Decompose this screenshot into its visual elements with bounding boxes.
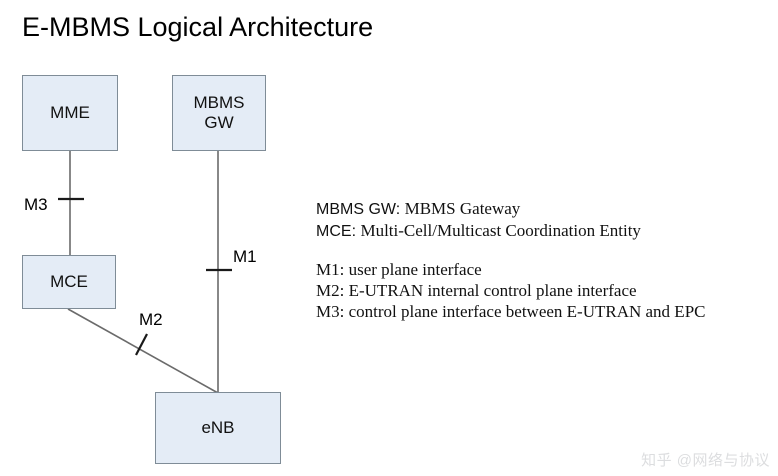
legend-term-mce: MCE (316, 223, 352, 240)
link-label-m2: M2 (139, 310, 163, 329)
legend-abbreviations: MBMS GW: MBMS Gateway MCE: Multi-Cell/Mu… (316, 198, 706, 242)
legend-interfaces: M1: user plane interface M2: E-UTRAN int… (316, 259, 706, 322)
legend-def-m1: user plane interface (348, 260, 482, 279)
legend-item-m3: M3: control plane interface between E-UT… (316, 301, 706, 322)
legend-def-mce: Multi-Cell/Multicast Coordination Entity (360, 221, 641, 240)
legend-term-m1: M1 (316, 260, 340, 279)
node-mce-label: MCE (50, 271, 88, 291)
watermark: 知乎 @网络与协议 (641, 452, 770, 469)
link-label-m3: M3 (24, 195, 48, 214)
node-mce[interactable]: MCE (22, 255, 116, 309)
legend-sep-m3: : (339, 302, 349, 321)
legend-def-mbms-gw: MBMS Gateway (404, 199, 521, 218)
legend-item-mce: MCE: Multi-Cell/Multicast Coordination E… (316, 220, 706, 242)
page-title: E-MBMS Logical Architecture (22, 12, 374, 42)
node-mbms-gw[interactable]: MBMS GW (172, 75, 266, 151)
legend-sep-mbms-gw: : (395, 201, 405, 218)
legend-sep-m1: : (339, 260, 349, 279)
legend: MBMS GW: MBMS Gateway MCE: Multi-Cell/Mu… (316, 198, 706, 322)
legend-term-m3: M3 (316, 302, 340, 321)
node-enb-label: eNB (201, 417, 235, 437)
legend-spacer (316, 242, 706, 259)
node-mme[interactable]: MME (22, 75, 118, 151)
legend-item-m1: M1: user plane interface (316, 259, 706, 280)
legend-term-mbms-gw: MBMS GW (316, 201, 396, 218)
legend-sep-mce: : (351, 223, 361, 240)
legend-def-m2: E-UTRAN internal control plane interface (348, 281, 637, 300)
legend-item-mbms-gw: MBMS GW: MBMS Gateway (316, 198, 706, 220)
legend-item-m2: M2: E-UTRAN internal control plane inter… (316, 280, 706, 301)
legend-sep-m2: : (339, 281, 349, 300)
node-enb[interactable]: eNB (155, 392, 281, 464)
node-mme-label: MME (50, 102, 90, 122)
legend-def-m3: control plane interface between E-UTRAN … (348, 302, 706, 321)
node-mbms-gw-label: MBMS GW (193, 92, 245, 132)
link-m2-tick (135, 333, 148, 356)
link-m2-line (67, 308, 219, 394)
link-label-m1: M1 (233, 247, 257, 266)
legend-term-m2: M2 (316, 281, 340, 300)
